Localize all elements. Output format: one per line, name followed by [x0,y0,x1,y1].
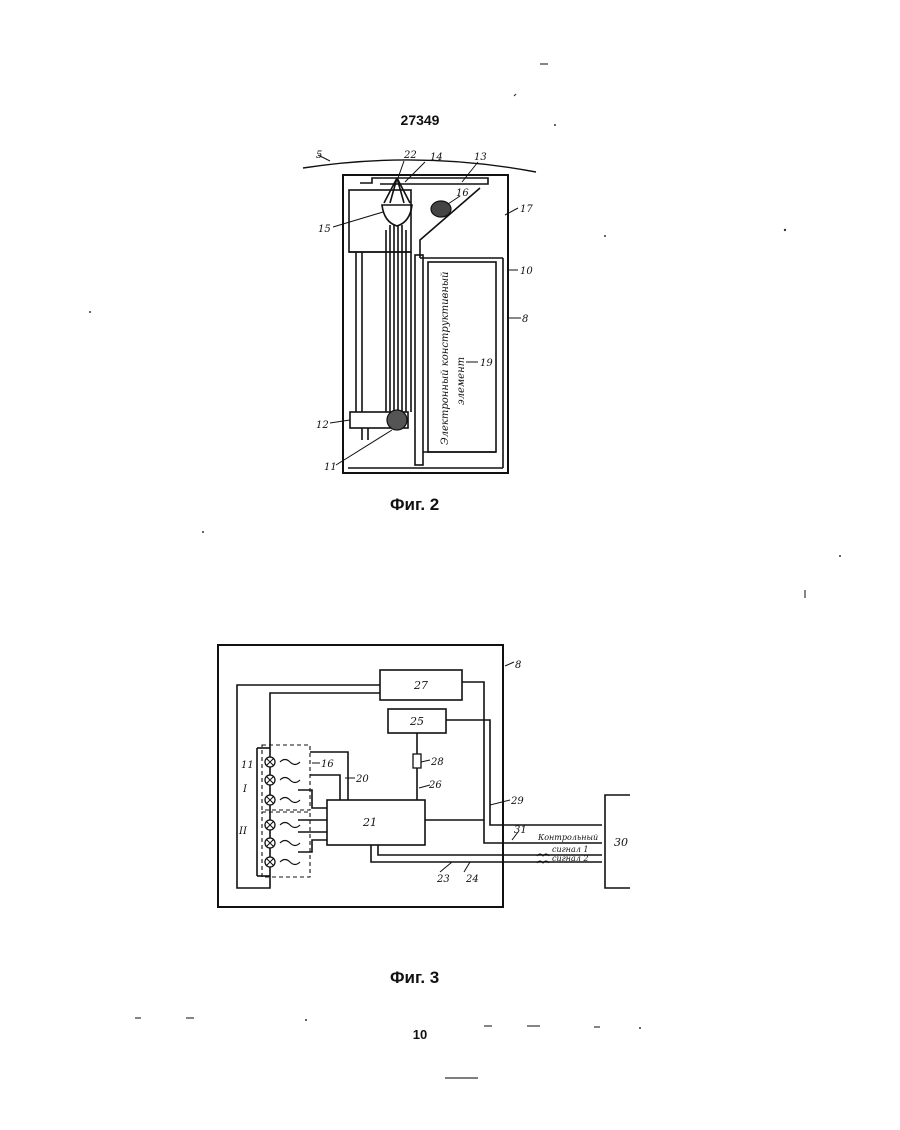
scan-specks [0,0,900,1130]
